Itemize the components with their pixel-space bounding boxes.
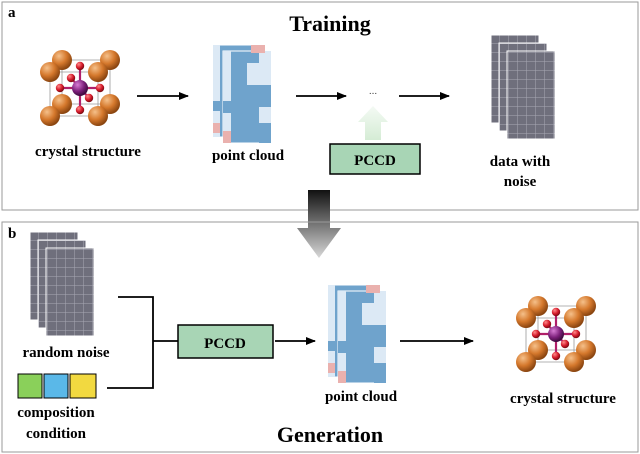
point-cloud-label: point cloud bbox=[212, 148, 285, 164]
panel-b-title: Generation bbox=[277, 422, 383, 447]
panel-b-frame bbox=[1, 221, 639, 453]
generated-crystal-structure-icon bbox=[514, 294, 598, 374]
composition-condition-label-line2: condition bbox=[26, 426, 87, 442]
composition-condition-label-line1: composition bbox=[17, 405, 95, 421]
point-cloud-icon bbox=[212, 44, 272, 144]
condition-cell-blue bbox=[43, 373, 69, 399]
merge-bracket-lines bbox=[107, 296, 154, 389]
green-up-arrow-icon bbox=[358, 106, 388, 140]
random-noise-stack-icon bbox=[29, 231, 95, 337]
random-noise-label: random noise bbox=[22, 345, 109, 361]
generated-crystal-structure-label: crystal structure bbox=[510, 391, 616, 407]
pccd-model-box-b bbox=[177, 324, 274, 359]
pccd-model-label-b: PCCD bbox=[204, 336, 246, 352]
noisy-data-label-line2: noise bbox=[504, 174, 537, 190]
generated-point-cloud-icon bbox=[327, 284, 387, 384]
generated-point-cloud-label: point cloud bbox=[325, 389, 398, 405]
noisy-data-label-line1: data with bbox=[490, 154, 551, 170]
panel-transition-arrow-icon bbox=[297, 190, 341, 258]
condition-cell-yellow bbox=[69, 373, 97, 399]
crystal-structure-label: crystal structure bbox=[35, 144, 141, 160]
pccd-model-box-a bbox=[329, 143, 421, 175]
panel-a-letter: a bbox=[8, 5, 16, 21]
pccd-model-label-a: PCCD bbox=[354, 153, 396, 169]
noisy-data-stack-icon bbox=[490, 34, 556, 140]
composition-condition-bar bbox=[17, 373, 97, 399]
condition-cell-green bbox=[17, 373, 43, 399]
panel-b-letter: b bbox=[8, 226, 16, 242]
crystal-structure-icon bbox=[38, 48, 122, 128]
ellipsis-text: ... bbox=[369, 86, 377, 97]
panel-a-title: Training bbox=[289, 11, 371, 36]
